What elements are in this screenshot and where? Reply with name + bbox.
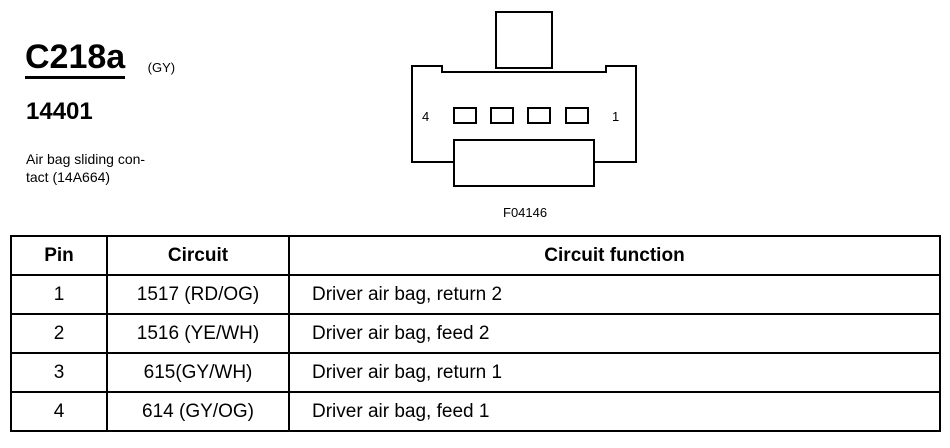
part-number: 14401 [26, 98, 93, 125]
connector-face-diagram: 4 1 [411, 11, 637, 187]
pin-cavity-2 [527, 107, 551, 124]
table-row: 4 614 (GY/OG) Driver air bag, feed 1 [10, 391, 941, 432]
circuit-cell: 614 (GY/OG) [106, 391, 290, 432]
pin-label-right: 1 [612, 109, 619, 124]
pin-cell: 2 [10, 313, 108, 354]
connector-color: (GY) [147, 60, 176, 75]
pin-cell: 4 [10, 391, 108, 432]
pin-label-left: 4 [422, 109, 429, 124]
function-cell: Driver air bag, feed 2 [288, 313, 941, 354]
connector-description: Air bag sliding con- tact (14A664) [26, 150, 196, 186]
header-pin: Pin [10, 235, 108, 276]
pinout-table: Pin Circuit Circuit function 1 1517 (RD/… [10, 235, 941, 432]
pin-cavity-3 [490, 107, 514, 124]
pin-cavity-4 [453, 107, 477, 124]
circuit-cell: 1517 (RD/OG) [106, 274, 290, 315]
table-header-row: Pin Circuit Circuit function [10, 235, 941, 276]
pin-cell: 1 [10, 274, 108, 315]
function-cell: Driver air bag, return 2 [288, 274, 941, 315]
figure-id: F04146 [503, 205, 548, 220]
connector-lower-tab [453, 139, 595, 187]
circuit-cell: 615(GY/WH) [106, 352, 290, 393]
table-row: 2 1516 (YE/WH) Driver air bag, feed 2 [10, 313, 941, 354]
connector-id: C218a [25, 40, 126, 79]
pin-cell: 3 [10, 352, 108, 393]
connector-header: C218a (GY) [25, 40, 175, 79]
header-circuit: Circuit [106, 235, 290, 276]
connector-latch [495, 11, 553, 69]
description-line-2: tact (14A664) [26, 169, 111, 185]
pin-cavity-1 [565, 107, 589, 124]
description-line-1: Air bag sliding con- [26, 151, 146, 167]
header-circuit-function: Circuit function [288, 235, 941, 276]
function-cell: Driver air bag, feed 1 [288, 391, 941, 432]
table-row: 3 615(GY/WH) Driver air bag, return 1 [10, 352, 941, 393]
function-cell: Driver air bag, return 1 [288, 352, 941, 393]
table-row: 1 1517 (RD/OG) Driver air bag, return 2 [10, 274, 941, 315]
circuit-cell: 1516 (YE/WH) [106, 313, 290, 354]
